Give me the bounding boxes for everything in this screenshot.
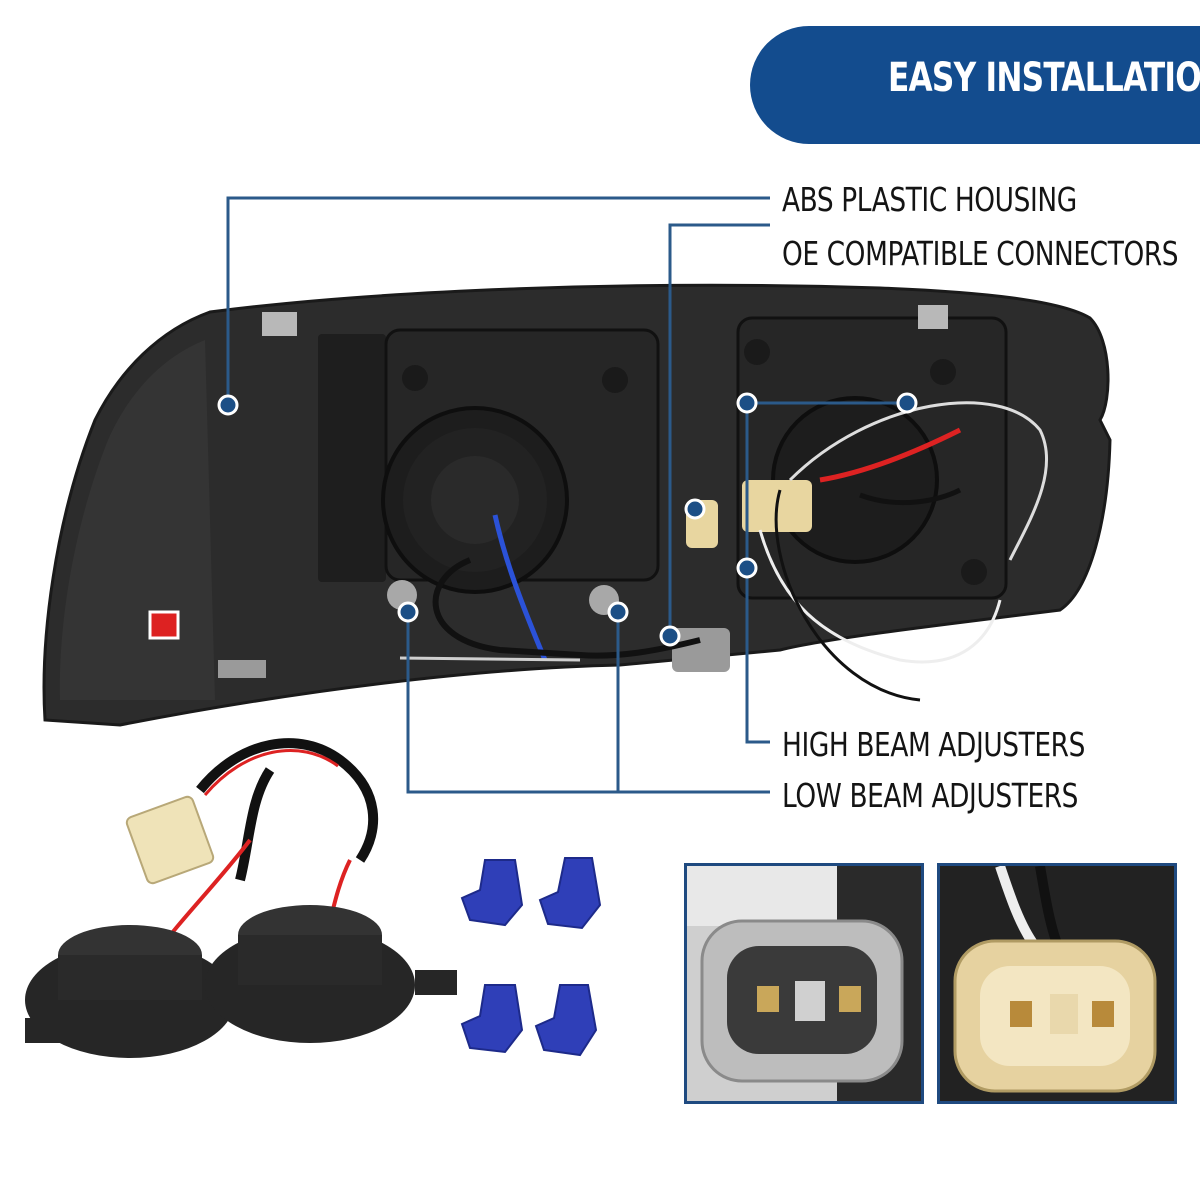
callout-label-high: HIGH BEAM ADJUSTERS — [782, 725, 1085, 764]
connector-closeup-gray-photo — [684, 863, 924, 1104]
callout-label-abs: ABS PLASTIC HOUSING — [782, 180, 1077, 219]
callout-dot-oe-1 — [684, 498, 706, 520]
callout-dot-high-1 — [736, 392, 758, 414]
callout-dot-high-3 — [736, 557, 758, 579]
connector-closeup-tan-photo — [937, 863, 1177, 1104]
callout-dot-low-1 — [397, 601, 419, 623]
wire-tap-connector-photo — [460, 857, 602, 1057]
banner-title: EASY INSTALLATION — [888, 55, 1200, 101]
callout-dot-high-2 — [896, 392, 918, 414]
callout-lines — [226, 196, 907, 794]
bulb-cap-pair-photo — [25, 738, 457, 1058]
callout-dot-oe-2 — [659, 625, 681, 647]
callout-label-low: LOW BEAM ADJUSTERS — [782, 776, 1079, 815]
callout-dot-abs — [217, 394, 239, 416]
title-banner — [750, 26, 1200, 144]
callout-dot-low-2 — [607, 601, 629, 623]
callout-dots — [217, 392, 918, 647]
callout-label-oe: OE COMPATIBLE CONNECTORS — [782, 234, 1179, 273]
headlight-housing-photo — [42, 283, 1112, 727]
